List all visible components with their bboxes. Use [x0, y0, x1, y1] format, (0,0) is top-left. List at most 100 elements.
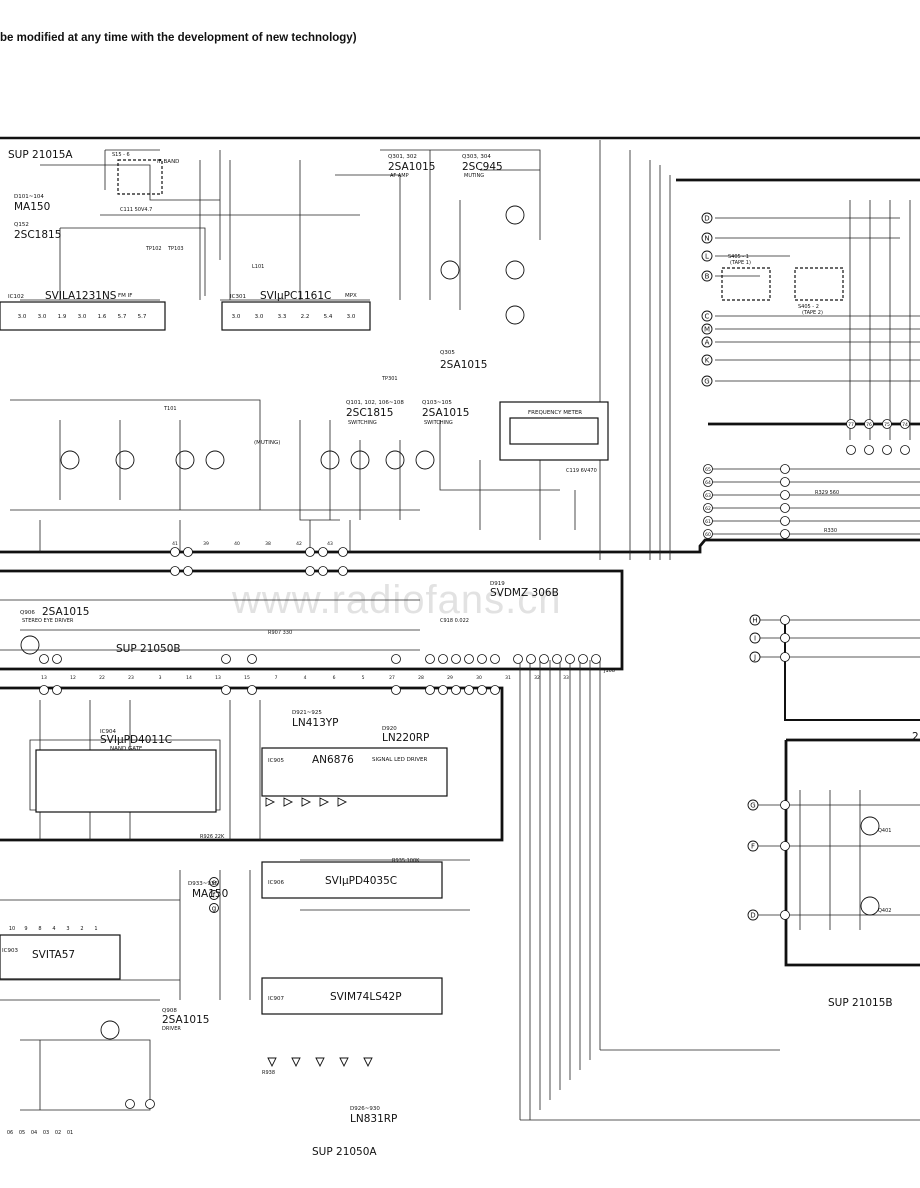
ic903-pin-1: 9: [24, 926, 27, 932]
ic906-box: [261, 861, 443, 899]
connector-right-d-2: [747, 909, 759, 921]
q402-label: Q402: [878, 908, 891, 914]
tp103-label: TP103: [167, 246, 184, 252]
row2-node-3: 23: [128, 675, 134, 681]
right-node-0: 65: [705, 467, 711, 473]
ic904-ref: IC904: [100, 729, 116, 735]
nodes-row2: [39, 654, 601, 695]
right-node-5: 60: [705, 532, 711, 538]
d101-part: MA150: [14, 201, 50, 213]
row2-node-1: 12: [70, 675, 76, 681]
q305-part: 2SA1015: [440, 359, 487, 371]
outline-right-upper: [676, 178, 920, 426]
ic102-pin-2: 1.9: [58, 314, 67, 320]
connector-right-label-1: F: [751, 843, 755, 851]
connector-left-label-7: K: [705, 357, 710, 365]
ic301-pin-5: 3.0: [347, 314, 356, 320]
connector-left-l-2: [701, 250, 713, 262]
nodes-right-labels: 6564636261607776757473: [705, 422, 908, 538]
connector-mid-label-0: H: [752, 617, 757, 625]
q152-part: 2SC1815: [14, 229, 61, 241]
ic905-ref: IC905: [268, 758, 284, 764]
tape1-label: (TAPE 1): [730, 260, 751, 266]
ic102-pin-1: 3.0: [38, 314, 47, 320]
connectors-small: efg: [209, 877, 219, 913]
row2-node-13: 28: [418, 675, 424, 681]
connector-small-label-2: g: [212, 905, 216, 913]
right-node-1: 64: [705, 480, 711, 486]
l101-label: L101: [252, 264, 264, 270]
q103-ref: Q103~105: [422, 400, 452, 406]
top-right-node-0: 77: [848, 422, 854, 428]
ic102-pin-3: 3.0: [78, 314, 87, 320]
ic903-pin-6: 1: [94, 926, 97, 932]
led-row: [265, 797, 373, 1068]
row2-node-7: 15: [244, 675, 250, 681]
right-node-4: 61: [705, 519, 711, 525]
row2-node-9: 4: [304, 675, 307, 681]
q101-part: 2SC1815: [346, 407, 393, 419]
ic904-func: NAND GATE: [110, 746, 143, 752]
connector-mid-h-0: [749, 614, 761, 626]
q906-ref: Q906: [20, 610, 35, 616]
j108-label: J108: [603, 668, 615, 674]
d933-ref: D933~936: [188, 881, 218, 887]
q303-part: 2SC945: [462, 161, 503, 173]
r926-label: R926 22K: [200, 834, 225, 840]
ic301-pin-1: 3.0: [255, 314, 264, 320]
ic102-pin-5: 5.7: [118, 314, 127, 320]
bottom-pin-3: 03: [43, 1130, 49, 1136]
ic906-part: SVIμPD4035C: [325, 875, 397, 887]
sup21015a-label: SUP 21015A: [8, 149, 73, 161]
connector-mid-j-2: [749, 651, 761, 663]
connector-right-g-0: [747, 799, 759, 811]
row2-node-17: 32: [534, 675, 540, 681]
connector-mid-i-1: [749, 632, 761, 644]
outline-right-mid: [784, 620, 920, 721]
ic903-pin-5: 2: [80, 926, 83, 932]
ic903-pin-0: 10: [9, 926, 15, 932]
r329-label: R329 560: [815, 490, 839, 496]
row2-node-4: 3: [159, 675, 162, 681]
connector-left-a-6: [701, 336, 713, 348]
frequency-meter-label: FREQUENCY METER: [528, 410, 582, 416]
bottom-pin-0: 06: [7, 1130, 13, 1136]
d920-ref: D920: [382, 726, 397, 732]
q152-ref: Q152: [14, 222, 29, 228]
d926-ref: D926~930: [350, 1106, 380, 1112]
nodes-row1: [170, 547, 348, 576]
tape1-switch-label: S405 - 1: [728, 254, 749, 260]
sup21015b-label: SUP 21015B: [828, 997, 893, 1009]
connector-small-f-1: [209, 890, 219, 900]
header-note: be modified at any time with the develop…: [0, 32, 357, 44]
t101-label: T101: [163, 406, 177, 412]
ic301-pin-4: 5.4: [324, 314, 333, 320]
connector-right-label-0: G: [750, 802, 755, 810]
ic102-part: SVILA1231NS: [45, 290, 117, 302]
ic102-box: [0, 301, 166, 331]
row2-node-18: 33: [563, 675, 569, 681]
ic904-part: SVIμPD4011C: [100, 734, 172, 746]
d921-part: LN413YP: [292, 717, 339, 729]
sup21050a-label: SUP 21050A: [312, 1146, 377, 1158]
row2-node-15: 30: [476, 675, 482, 681]
q908-part: 2SA1015: [162, 1014, 209, 1026]
ic301-pin-2: 3.3: [278, 314, 287, 320]
connector-left-label-8: G: [704, 378, 709, 386]
tape1-switch-box: [721, 267, 771, 301]
row2-node-0: 13: [41, 675, 47, 681]
ic301-pin-0: 3.0: [232, 314, 241, 320]
outline-sup21015a-bottom: [0, 538, 920, 554]
frequency-meter-window: [509, 417, 599, 445]
ic905-box: [261, 747, 448, 797]
ic102-func: FM IF: [118, 293, 132, 299]
d933-part: MA150: [192, 888, 228, 900]
row2-node-2: 22: [99, 675, 105, 681]
connector-left-label-0: D: [704, 215, 709, 223]
connector-small-e-0: [209, 877, 219, 887]
c918-label: C918 0.022: [440, 618, 469, 624]
